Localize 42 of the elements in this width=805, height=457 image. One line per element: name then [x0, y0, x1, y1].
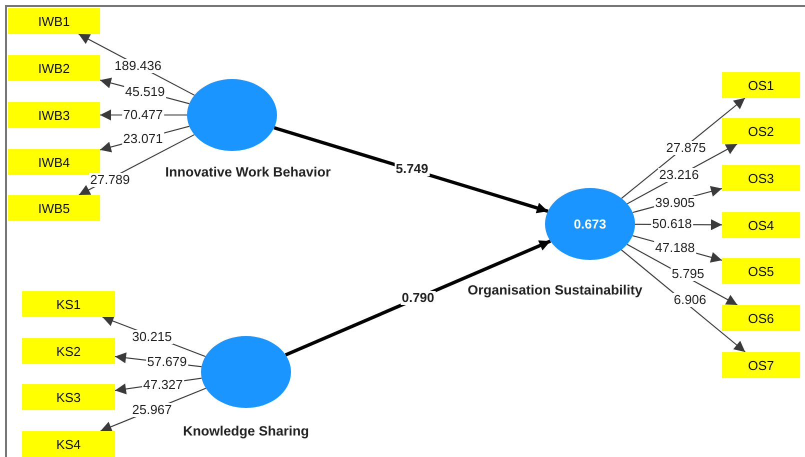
edge-label: 30.215 [131, 330, 173, 344]
edge-label: 25.967 [131, 403, 173, 417]
edge-label: 5.749 [394, 162, 430, 176]
indicator-box: KS3 [22, 384, 115, 410]
indicator-box: OS2 [722, 118, 800, 144]
indicator-box: IWB3 [8, 102, 100, 128]
indicator-box: IWB4 [8, 149, 100, 175]
edge-label: 0.790 [400, 291, 436, 305]
indicator-box: OS5 [722, 258, 800, 284]
edge-label: 23.071 [122, 132, 164, 146]
construct-name: Organisation Sustainability [468, 282, 642, 298]
indicator-box: OS4 [722, 212, 800, 238]
edge-label: 23.216 [658, 168, 700, 182]
edge-label: 57.679 [146, 355, 188, 369]
edge-label: 189.436 [114, 59, 162, 73]
indicator-box: OS3 [722, 165, 800, 191]
construct-name: Innovative Work Behavior [165, 164, 331, 180]
arrow [621, 98, 746, 199]
edge-label: 70.477 [122, 108, 164, 122]
edge-label: 45.519 [124, 85, 166, 99]
edge-label: 5.795 [670, 267, 706, 281]
indicator-box: OS6 [722, 305, 800, 331]
edge-label: 47.188 [654, 241, 696, 255]
edge-label: 39.905 [654, 196, 696, 210]
construct-name: Knowledge Sharing [183, 424, 309, 438]
arrow [284, 240, 552, 356]
edge-label: 47.327 [142, 378, 184, 392]
indicator-box: OS7 [722, 352, 800, 378]
indicator-box: IWB2 [8, 55, 100, 81]
indicator-box: KS1 [22, 291, 115, 317]
edge-label: 27.875 [665, 141, 707, 155]
edge-label: 6.906 [672, 293, 708, 307]
indicator-box: OS1 [722, 72, 800, 98]
arrow [274, 126, 548, 214]
indicator-box: IWB1 [8, 8, 100, 34]
indicator-box: KS4 [22, 431, 115, 457]
edge-label: 27.789 [89, 173, 131, 187]
indicator-box: IWB5 [8, 195, 100, 221]
r-squared-value: 0.673 [574, 216, 606, 232]
edge-label: 50.618 [651, 217, 693, 231]
indicator-box: KS2 [22, 338, 115, 364]
arrow [620, 249, 746, 352]
